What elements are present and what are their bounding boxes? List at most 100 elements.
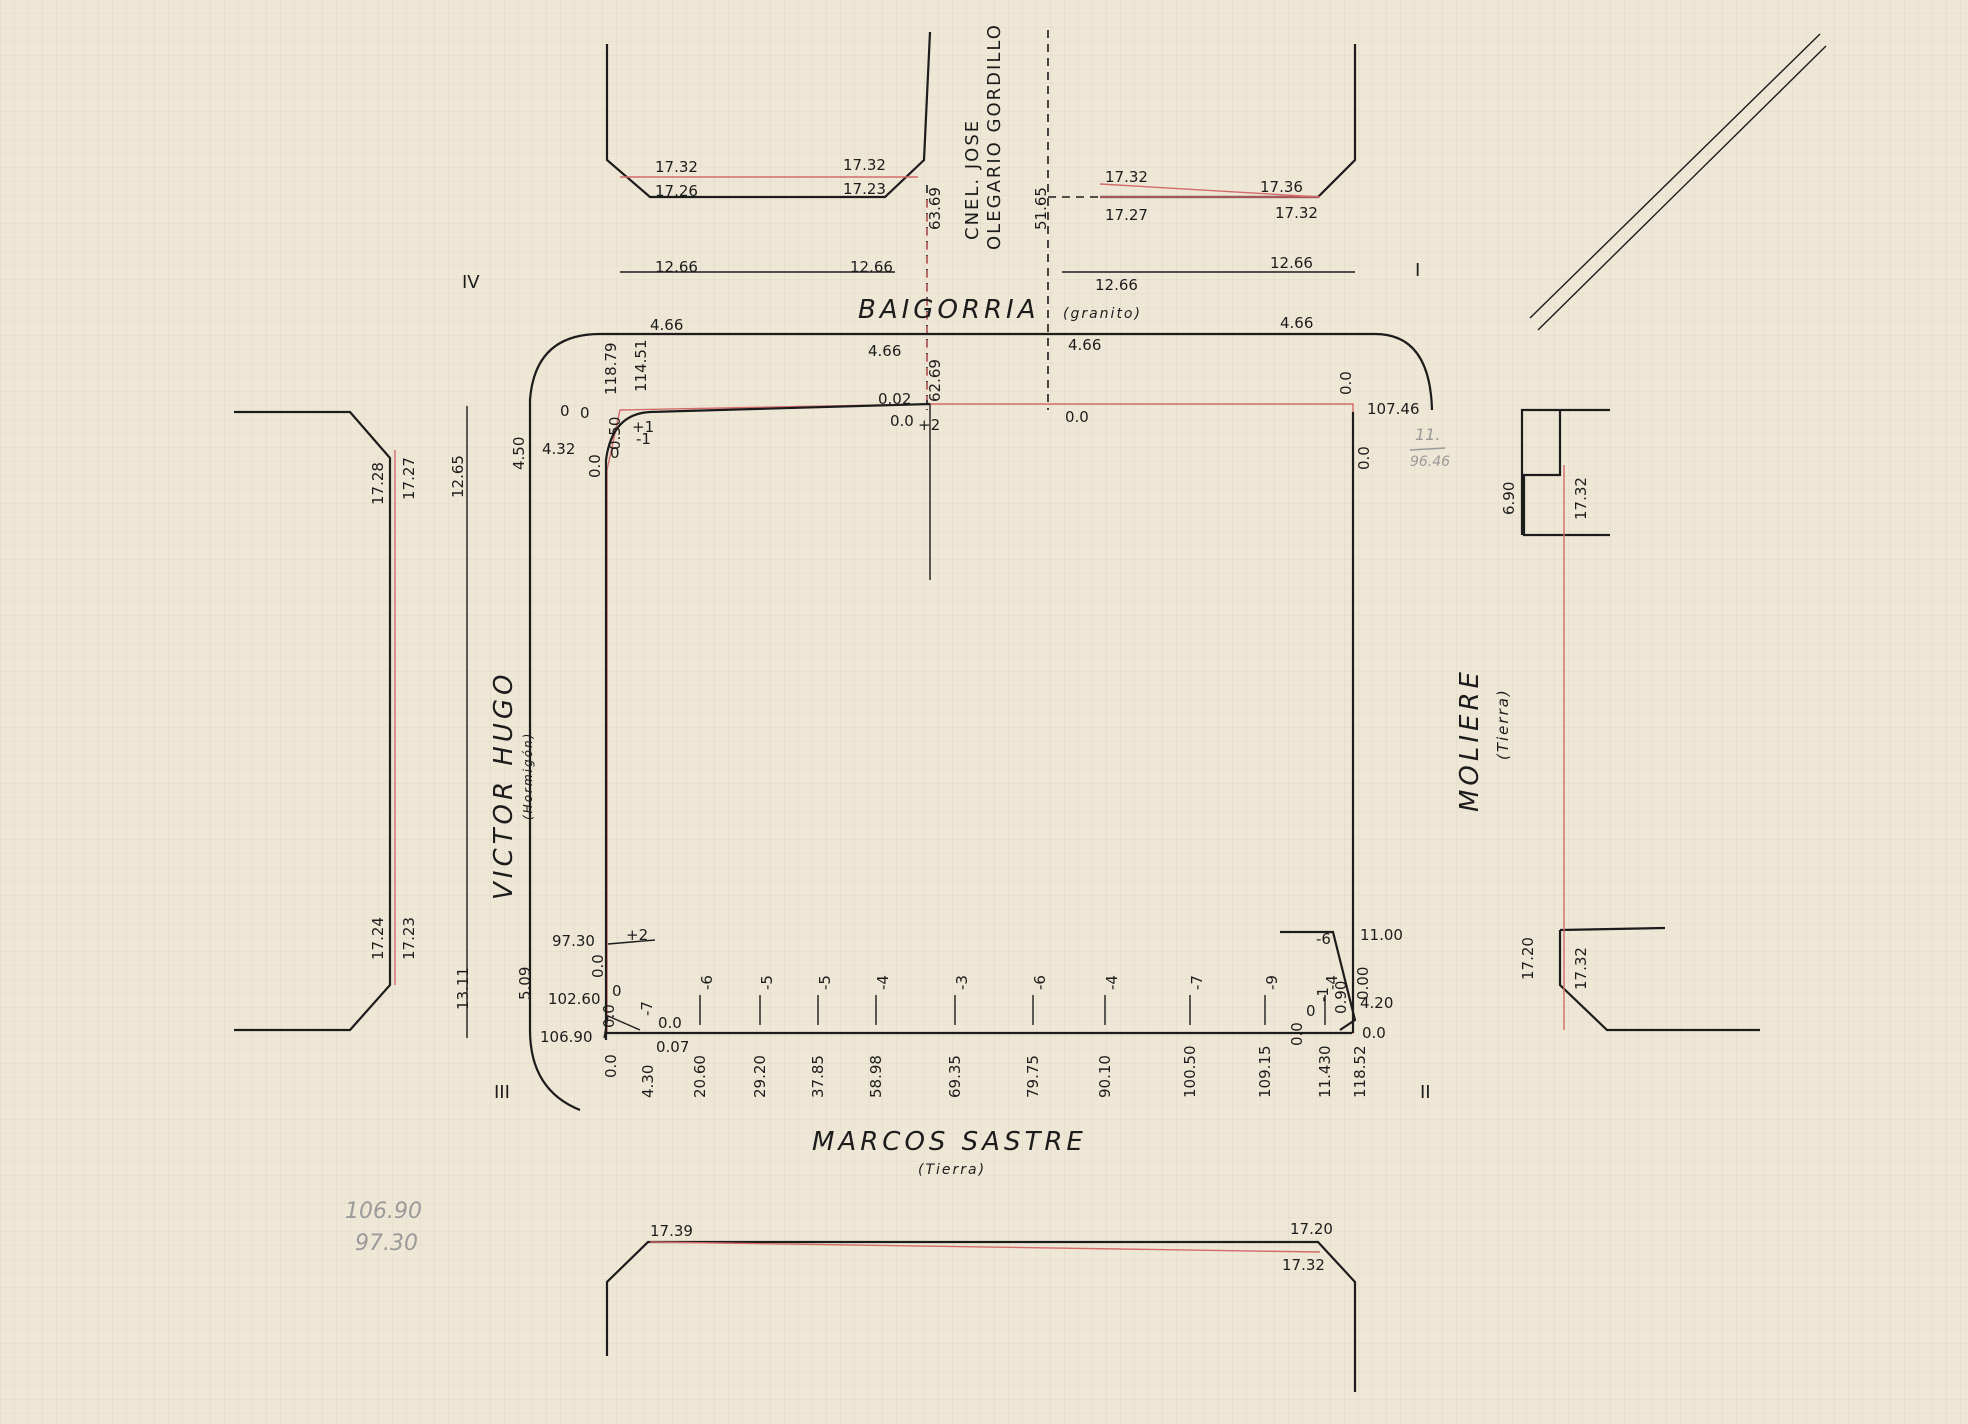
quadrant-label: I — [1415, 260, 1420, 281]
axis-distance-label: 63.69 — [926, 187, 944, 230]
level-label: 106.90 — [540, 1028, 593, 1046]
quadrant-label: II — [1420, 1082, 1431, 1103]
station-level-label: -6 — [698, 975, 716, 990]
survey-tick — [607, 939, 656, 945]
red-property-line — [606, 403, 1354, 1034]
level-label: 12.65 — [449, 455, 467, 498]
level-label: 0 — [560, 402, 570, 420]
level-label: -1 — [1314, 987, 1332, 1002]
level-label: 0.0 — [890, 412, 914, 430]
station-distance-label: 118.52 — [1351, 1046, 1369, 1099]
level-label: 0 — [580, 404, 590, 422]
level-label: 0.0 — [1288, 1022, 1306, 1046]
station-level-label: -7 — [1188, 975, 1206, 990]
level-label: 62.69 — [926, 359, 944, 402]
level-label: 0.90 — [1332, 981, 1350, 1014]
level-label: 0.0 — [1065, 408, 1089, 426]
station-level-label: -6 — [1031, 975, 1049, 990]
station-level-label: -9 — [1263, 975, 1281, 990]
level-label: 17.23 — [400, 917, 418, 960]
corner-tick — [603, 1015, 641, 1039]
level-label: 17.27 — [1105, 206, 1148, 224]
level-label: 17.28 — [369, 462, 387, 505]
block-outline-south — [605, 1240, 1357, 1392]
pencil-note: 11. — [1415, 425, 1440, 444]
level-label: 17.32 — [1105, 168, 1148, 186]
level-label: 0.0 — [1337, 371, 1355, 395]
level-label: 17.20 — [1290, 1220, 1333, 1238]
quadrant-label: IV — [462, 272, 480, 293]
level-label: 0.07 — [656, 1038, 689, 1056]
level-label: 17.36 — [1260, 178, 1303, 196]
level-label: 17.32 — [1282, 1256, 1325, 1274]
station-distance-label: 20.60 — [691, 1055, 709, 1098]
level-label: 4.66 — [868, 342, 901, 360]
level-label: 17.23 — [843, 180, 886, 198]
level-label: 17.39 — [650, 1222, 693, 1240]
level-label: 17.27 — [400, 457, 418, 500]
level-label: 17.32 — [1572, 477, 1590, 520]
block-outline-nw — [605, 31, 932, 199]
level-label: -7 — [638, 1001, 656, 1016]
level-label: 17.20 — [1519, 937, 1537, 980]
level-label: 0.0 — [589, 954, 607, 978]
level-label: 0.0 — [602, 1054, 620, 1078]
street-name-moliere: MOLIERE — [1455, 668, 1485, 812]
block-outline-west — [234, 410, 392, 1032]
south-station-group: 4.30-620.60-529.20-537.85-458.98-369.35-… — [639, 975, 1369, 1098]
level-label: 97.30 — [552, 932, 595, 950]
station-level-label: -4 — [874, 975, 892, 990]
street-surface-west: (Hormigón) — [521, 732, 535, 820]
diagonal-mark — [1537, 45, 1827, 331]
level-label: +2 — [918, 416, 940, 434]
quadrant-label: III — [494, 1082, 510, 1103]
block-outline-se — [1558, 926, 1760, 1032]
level-label: 4.32 — [542, 440, 575, 458]
street-surface-east: (Tierra) — [1494, 688, 1512, 760]
station-distance-label: 11.430 — [1316, 1046, 1334, 1099]
pencil-note: 106.90 — [345, 1199, 422, 1224]
level-label: 12.66 — [1095, 276, 1138, 294]
street-name-baigorria: BAIGORRIA — [858, 295, 1040, 325]
level-label: 12.66 — [1270, 254, 1313, 272]
block-curb-outline — [528, 332, 1434, 1112]
level-label: 0.02 — [878, 390, 911, 408]
level-label: 0.0 — [658, 1014, 682, 1032]
level-label: +2 — [626, 926, 648, 944]
level-label: 12.66 — [850, 258, 893, 276]
level-label: 0.0 — [1362, 1024, 1386, 1042]
level-label: -1 — [636, 430, 651, 448]
level-label: 0 — [612, 982, 622, 1000]
level-label: 17.32 — [655, 158, 698, 176]
pencil-fraction-bar — [1409, 447, 1446, 451]
level-label: 5.09 — [516, 967, 534, 1000]
station-distance-label: 37.85 — [809, 1055, 827, 1098]
red-level-line — [649, 1241, 1321, 1253]
level-label: 0.50 — [606, 417, 624, 450]
street-name-marcos-sastre: MARCOS SASTRE — [812, 1127, 1087, 1157]
red-level-line — [1099, 183, 1321, 198]
station-distance-label: 69.35 — [946, 1055, 964, 1098]
station-distance-label: 58.98 — [867, 1055, 885, 1098]
station-distance-label: 29.20 — [751, 1055, 769, 1098]
level-label: 0 — [1306, 1002, 1316, 1020]
station-distance-label: 109.15 — [1256, 1046, 1274, 1099]
level-label: 114.51 — [632, 340, 650, 393]
level-label: 102.60 — [548, 990, 601, 1008]
station-distance-label: 79.75 — [1024, 1055, 1042, 1098]
lot-line — [604, 402, 931, 1040]
level-label: 0.0 — [586, 454, 604, 478]
street-name-victor-hugo: VICTOR HUGO — [489, 671, 519, 900]
level-label: +1 — [632, 418, 654, 436]
diagonal-mark — [1529, 33, 1821, 319]
block-outline-east — [1520, 408, 1610, 537]
axis-distance-label: 51.65 — [1032, 187, 1050, 230]
street-name-gordillo-1: CNEL. JOSE — [962, 119, 983, 240]
level-label: 13.11 — [454, 967, 472, 1010]
level-label: 4.66 — [650, 316, 683, 334]
level-label: 0 — [610, 444, 620, 462]
level-label: 11.00 — [1360, 926, 1403, 944]
level-label: 4.50 — [510, 437, 528, 470]
level-label: 4.66 — [1280, 314, 1313, 332]
